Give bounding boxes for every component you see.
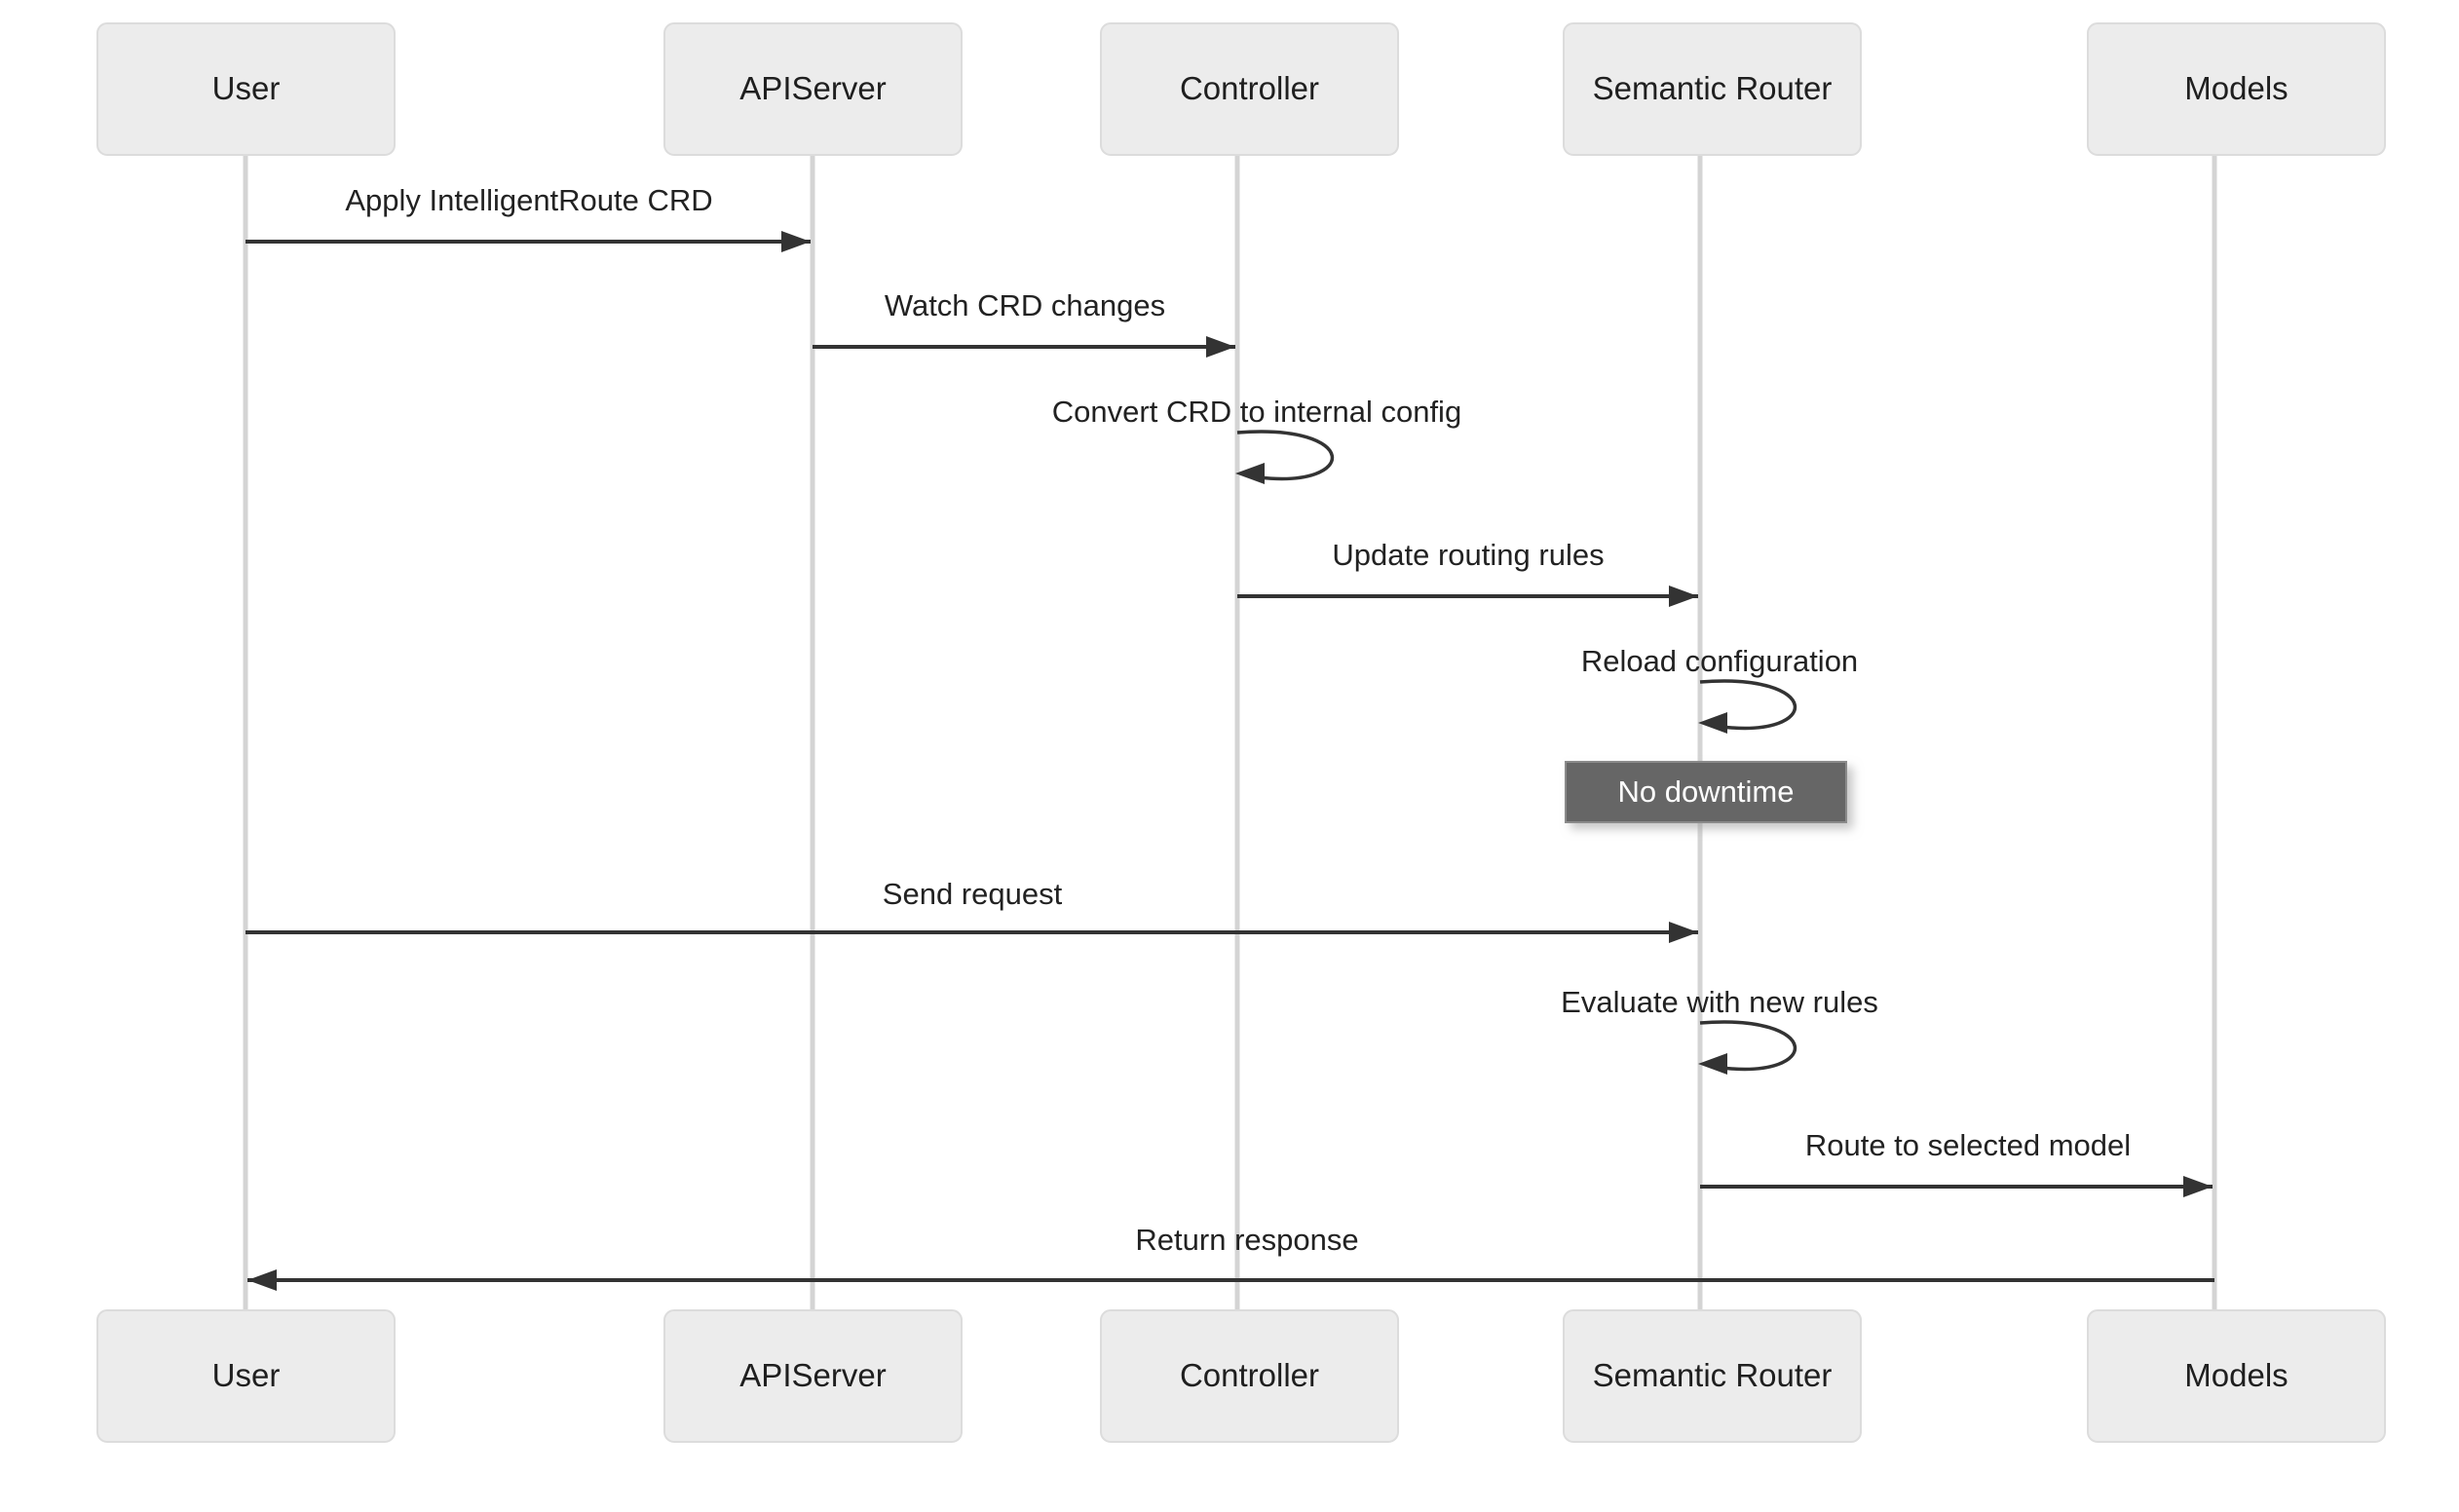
actor-box-router-bottom[interactable] — [1563, 1309, 1862, 1443]
actor-label-router-top: Semantic Router — [1593, 70, 1833, 106]
actor-models-bottom[interactable]: Models — [2087, 1309, 2386, 1443]
actor-label-controller-top: Controller — [1180, 70, 1319, 106]
message-arrowhead-6 — [1669, 922, 1698, 943]
message-label-5: Reload configuration — [1581, 644, 1858, 678]
message-arrowhead-1 — [781, 231, 811, 252]
message-1[interactable]: Apply IntelligentRoute CRD — [246, 183, 811, 252]
note-label-no-downtime: No downtime — [1618, 775, 1795, 809]
actor-box-user-top[interactable] — [96, 22, 396, 156]
actor-label-user-bottom: User — [212, 1357, 281, 1393]
note-no-downtime[interactable]: No downtime — [1565, 761, 1847, 823]
actor-models-top[interactable]: Models — [2087, 22, 2386, 156]
message-9[interactable]: Return response — [247, 1223, 2214, 1291]
message-arrowhead-5 — [1698, 712, 1727, 734]
message-loop-path-5 — [1699, 679, 1797, 731]
actors-top-layer: User APIServer Controller Semantic Router Mo… — [96, 22, 2386, 156]
message-arrowhead-7 — [1698, 1053, 1727, 1075]
actor-box-controller-top[interactable] — [1100, 22, 1399, 156]
actor-apiserver-top[interactable]: APIServer — [663, 22, 963, 156]
actor-user-bottom[interactable]: User — [96, 1309, 396, 1443]
message-arrowhead-2 — [1206, 336, 1235, 358]
message-arrowhead-4 — [1669, 586, 1698, 607]
actor-box-apiserver-top[interactable] — [663, 22, 963, 156]
message-label-2: Watch CRD changes — [885, 288, 1165, 322]
actor-router-top[interactable]: Semantic Router — [1563, 22, 1862, 156]
message-4[interactable]: Update routing rules — [1237, 538, 1698, 607]
message-arrowhead-3 — [1235, 463, 1265, 484]
message-3[interactable]: Convert CRD to internal config — [1052, 395, 1461, 484]
actor-controller-top[interactable]: Controller — [1100, 22, 1399, 156]
message-arrowhead-9 — [247, 1269, 277, 1291]
message-label-1: Apply IntelligentRoute CRD — [345, 183, 712, 217]
message-loop-path-3 — [1236, 430, 1334, 481]
messages-layer: Apply IntelligentRoute CRD Watch CRD chan… — [246, 183, 2214, 1291]
note-box-no-downtime[interactable] — [1565, 761, 1847, 823]
message-label-7: Evaluate with new rules — [1561, 985, 1878, 1019]
actor-box-models-top[interactable] — [2087, 22, 2386, 156]
actor-label-models-bottom: Models — [2184, 1357, 2288, 1393]
message-6[interactable]: Send request — [246, 877, 1698, 943]
message-label-9: Return response — [1135, 1223, 1358, 1257]
actor-label-controller-bottom: Controller — [1180, 1357, 1319, 1393]
message-loop-path-7 — [1699, 1020, 1797, 1072]
actor-box-models-bottom[interactable] — [2087, 1309, 2386, 1443]
message-5[interactable]: Reload configuration — [1581, 644, 1858, 734]
actor-box-controller-bottom[interactable] — [1100, 1309, 1399, 1443]
actor-label-apiserver-bottom: APIServer — [739, 1357, 886, 1393]
message-label-6: Send request — [883, 877, 1063, 911]
actor-box-router-top[interactable] — [1563, 22, 1862, 156]
actor-box-user-bottom[interactable] — [96, 1309, 396, 1443]
message-7[interactable]: Evaluate with new rules — [1561, 985, 1878, 1075]
message-label-8: Route to selected model — [1805, 1128, 2131, 1162]
actor-controller-bottom[interactable]: Controller — [1100, 1309, 1399, 1443]
message-label-4: Update routing rules — [1332, 538, 1604, 572]
actor-label-user-top: User — [212, 70, 281, 106]
actor-box-apiserver-bottom[interactable] — [663, 1309, 963, 1443]
message-2[interactable]: Watch CRD changes — [813, 288, 1235, 358]
actor-user-top[interactable]: User — [96, 22, 396, 156]
message-arrowhead-8 — [2183, 1176, 2213, 1197]
actors-bottom-layer: User APIServer Controller Semantic Router Mo… — [96, 1309, 2386, 1443]
message-8[interactable]: Route to selected model — [1700, 1128, 2213, 1197]
actor-label-models-top: Models — [2184, 70, 2288, 106]
notes-layer: No downtime — [1565, 761, 1847, 823]
actor-apiserver-bottom[interactable]: APIServer — [663, 1309, 963, 1443]
actor-router-bottom[interactable]: Semantic Router — [1563, 1309, 1862, 1443]
message-label-3: Convert CRD to internal config — [1052, 395, 1461, 429]
actor-label-router-bottom: Semantic Router — [1593, 1357, 1833, 1393]
actor-label-apiserver-top: APIServer — [739, 70, 886, 106]
